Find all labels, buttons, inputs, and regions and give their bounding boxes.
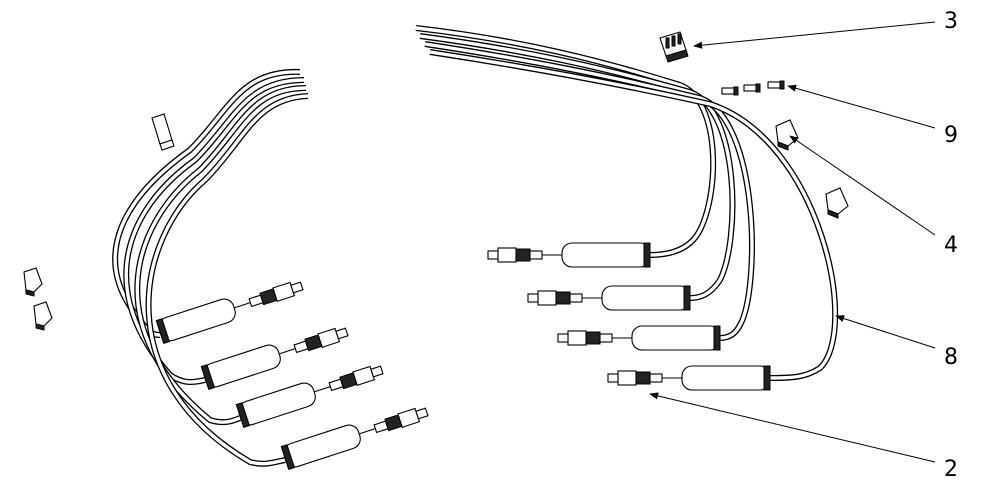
right-boot-2 — [527, 285, 691, 311]
wire-separator-part — [659, 31, 689, 63]
right-spark-plug-3 — [557, 330, 613, 346]
left-spark-plug-2 — [293, 327, 349, 354]
left-spark-plug-4 — [373, 407, 429, 434]
left-wire-harness — [23, 68, 429, 471]
retaining-clip-1 — [775, 119, 799, 151]
callout-2: 2 — [649, 392, 958, 482]
right-wire-3 — [424, 41, 755, 341]
callout-9: 9 — [787, 84, 958, 148]
callouts: 3 9 4 8 2 — [649, 9, 958, 482]
left-wire-2 — [123, 77, 305, 385]
left-boot-3 — [235, 365, 384, 429]
callout-4: 4 — [789, 135, 958, 258]
right-wire-4 — [429, 49, 839, 381]
right-spark-plug-2 — [527, 290, 583, 306]
screw-3 — [767, 80, 785, 90]
callout-label-4: 4 — [944, 233, 958, 258]
right-spark-plug-1 — [487, 247, 543, 263]
callout-label-2: 2 — [944, 457, 958, 482]
left-wire-clip — [151, 113, 175, 151]
callout-label-9: 9 — [944, 123, 958, 148]
left-boot-4 — [280, 407, 429, 471]
screw-2 — [743, 83, 761, 93]
callout-label-8: 8 — [944, 345, 958, 370]
left-boot-2 — [200, 327, 349, 391]
right-wire-2 — [419, 33, 736, 301]
left-wire-4 — [145, 93, 309, 467]
left-spark-plug-3 — [328, 365, 384, 392]
left-spark-plug-1 — [248, 281, 304, 308]
right-wire-harness — [415, 25, 849, 391]
left-loose-clip-1 — [23, 267, 43, 297]
right-spark-plug-4 — [607, 370, 663, 386]
callout-8: 8 — [835, 315, 958, 370]
callout-label-3: 3 — [944, 9, 958, 34]
right-boot-1 — [487, 242, 651, 268]
callout-3: 3 — [693, 9, 958, 49]
screw-1 — [721, 86, 739, 96]
right-boot-4 — [607, 365, 771, 391]
left-loose-clip-2 — [33, 301, 53, 331]
screws — [721, 80, 785, 96]
retaining-clip-2 — [825, 187, 849, 219]
right-boot-3 — [557, 325, 721, 351]
left-wire-3 — [134, 85, 307, 426]
left-boot-1 — [155, 281, 304, 345]
